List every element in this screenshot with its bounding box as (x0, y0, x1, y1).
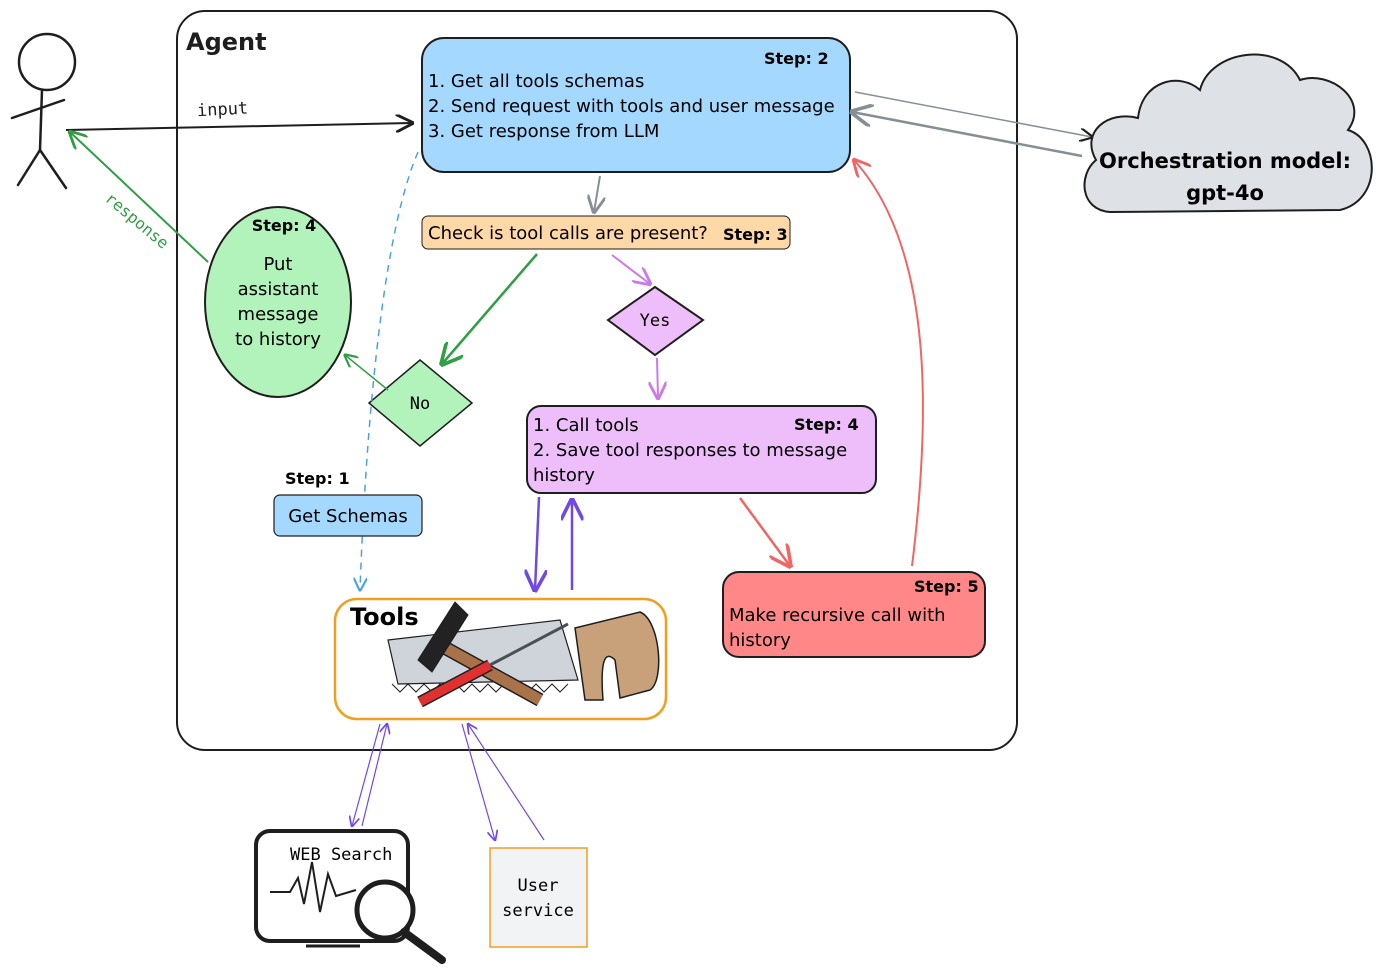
yes-diamond (606, 285, 705, 357)
user-icon (10, 32, 77, 190)
step5-line-1: Make recursive call with (729, 605, 946, 626)
step1-label: Get Schemas (288, 506, 408, 527)
input-arrow (65, 123, 412, 130)
step2-line-2: 2. Send request with tools and user mess… (428, 96, 835, 117)
tools-illustration-icon (387, 601, 660, 708)
tools-to-web-arrow-1 (352, 723, 381, 826)
response-label: response (101, 189, 172, 253)
step5-badge: Step: 5 (914, 577, 979, 596)
step3-box (421, 215, 791, 250)
input-label: input (197, 99, 249, 122)
response-from-llm-arrow (852, 112, 1083, 158)
step4-left-badge: Step: 4 (252, 216, 317, 235)
tools-title: Tools (350, 603, 419, 631)
tools-to-user-service-arrow (461, 723, 495, 840)
step4-left-line-1: Put (263, 254, 292, 275)
step4-to-step5-arrow (738, 497, 790, 566)
orchestration-line-1: Orchestration model: (1099, 149, 1351, 173)
step4-right-line-2: 2. Save tool responses to message (533, 440, 847, 461)
user-service-line-1: User (518, 876, 559, 896)
agent-title: Agent (186, 28, 267, 56)
request-arrow (854, 91, 1092, 137)
yes-to-step4-arrow (657, 357, 658, 398)
orchestration-cloud (1083, 53, 1373, 214)
step2-to-step3-arrow (594, 175, 600, 212)
step4-right-badge: Step: 4 (794, 415, 859, 434)
step1-box (273, 494, 423, 537)
no-to-step4-arrow (345, 355, 389, 391)
step4-left-line-4: to history (235, 329, 321, 350)
step2-line-1: 1. Get all tools schemas (428, 71, 644, 92)
response-arrow (70, 132, 209, 263)
step3-text: Check is tool calls are present? (428, 223, 708, 244)
step4-left-ellipse (204, 206, 352, 398)
no-label: No (410, 394, 430, 414)
step4-right-line-3: history (533, 465, 595, 486)
web-search-label: WEB Search (290, 845, 392, 865)
step4-right-line-1: 1. Call tools (533, 415, 639, 436)
step3-to-no-arrow (442, 253, 538, 364)
user-service-line-2: service (502, 901, 574, 921)
step1-badge: Step: 1 (285, 469, 350, 488)
yes-label: Yes (640, 311, 671, 331)
step3-to-yes-arrow (611, 254, 650, 284)
recursive-call-arrow (854, 160, 924, 567)
web-search-icon (254, 829, 446, 964)
step4-left-line-3: message (238, 304, 319, 325)
user-service-to-tools-arrow (468, 724, 545, 841)
step5-line-2: history (729, 630, 791, 651)
step2-line-3: 3. Get response from LLM (428, 121, 659, 142)
step2-badge: Step: 2 (764, 49, 829, 68)
step5-box (722, 571, 986, 658)
step3-badge: Step: 3 (723, 225, 788, 244)
user-service-box (489, 847, 588, 948)
orchestration-line-2: gpt-4o (1186, 181, 1264, 205)
web-to-tools-arrow-1 (361, 724, 387, 827)
agent-container (176, 10, 1018, 751)
call-tools-arrow (535, 496, 539, 590)
step4-right-box (526, 405, 877, 494)
step4-left-line-2: assistant (238, 279, 319, 300)
